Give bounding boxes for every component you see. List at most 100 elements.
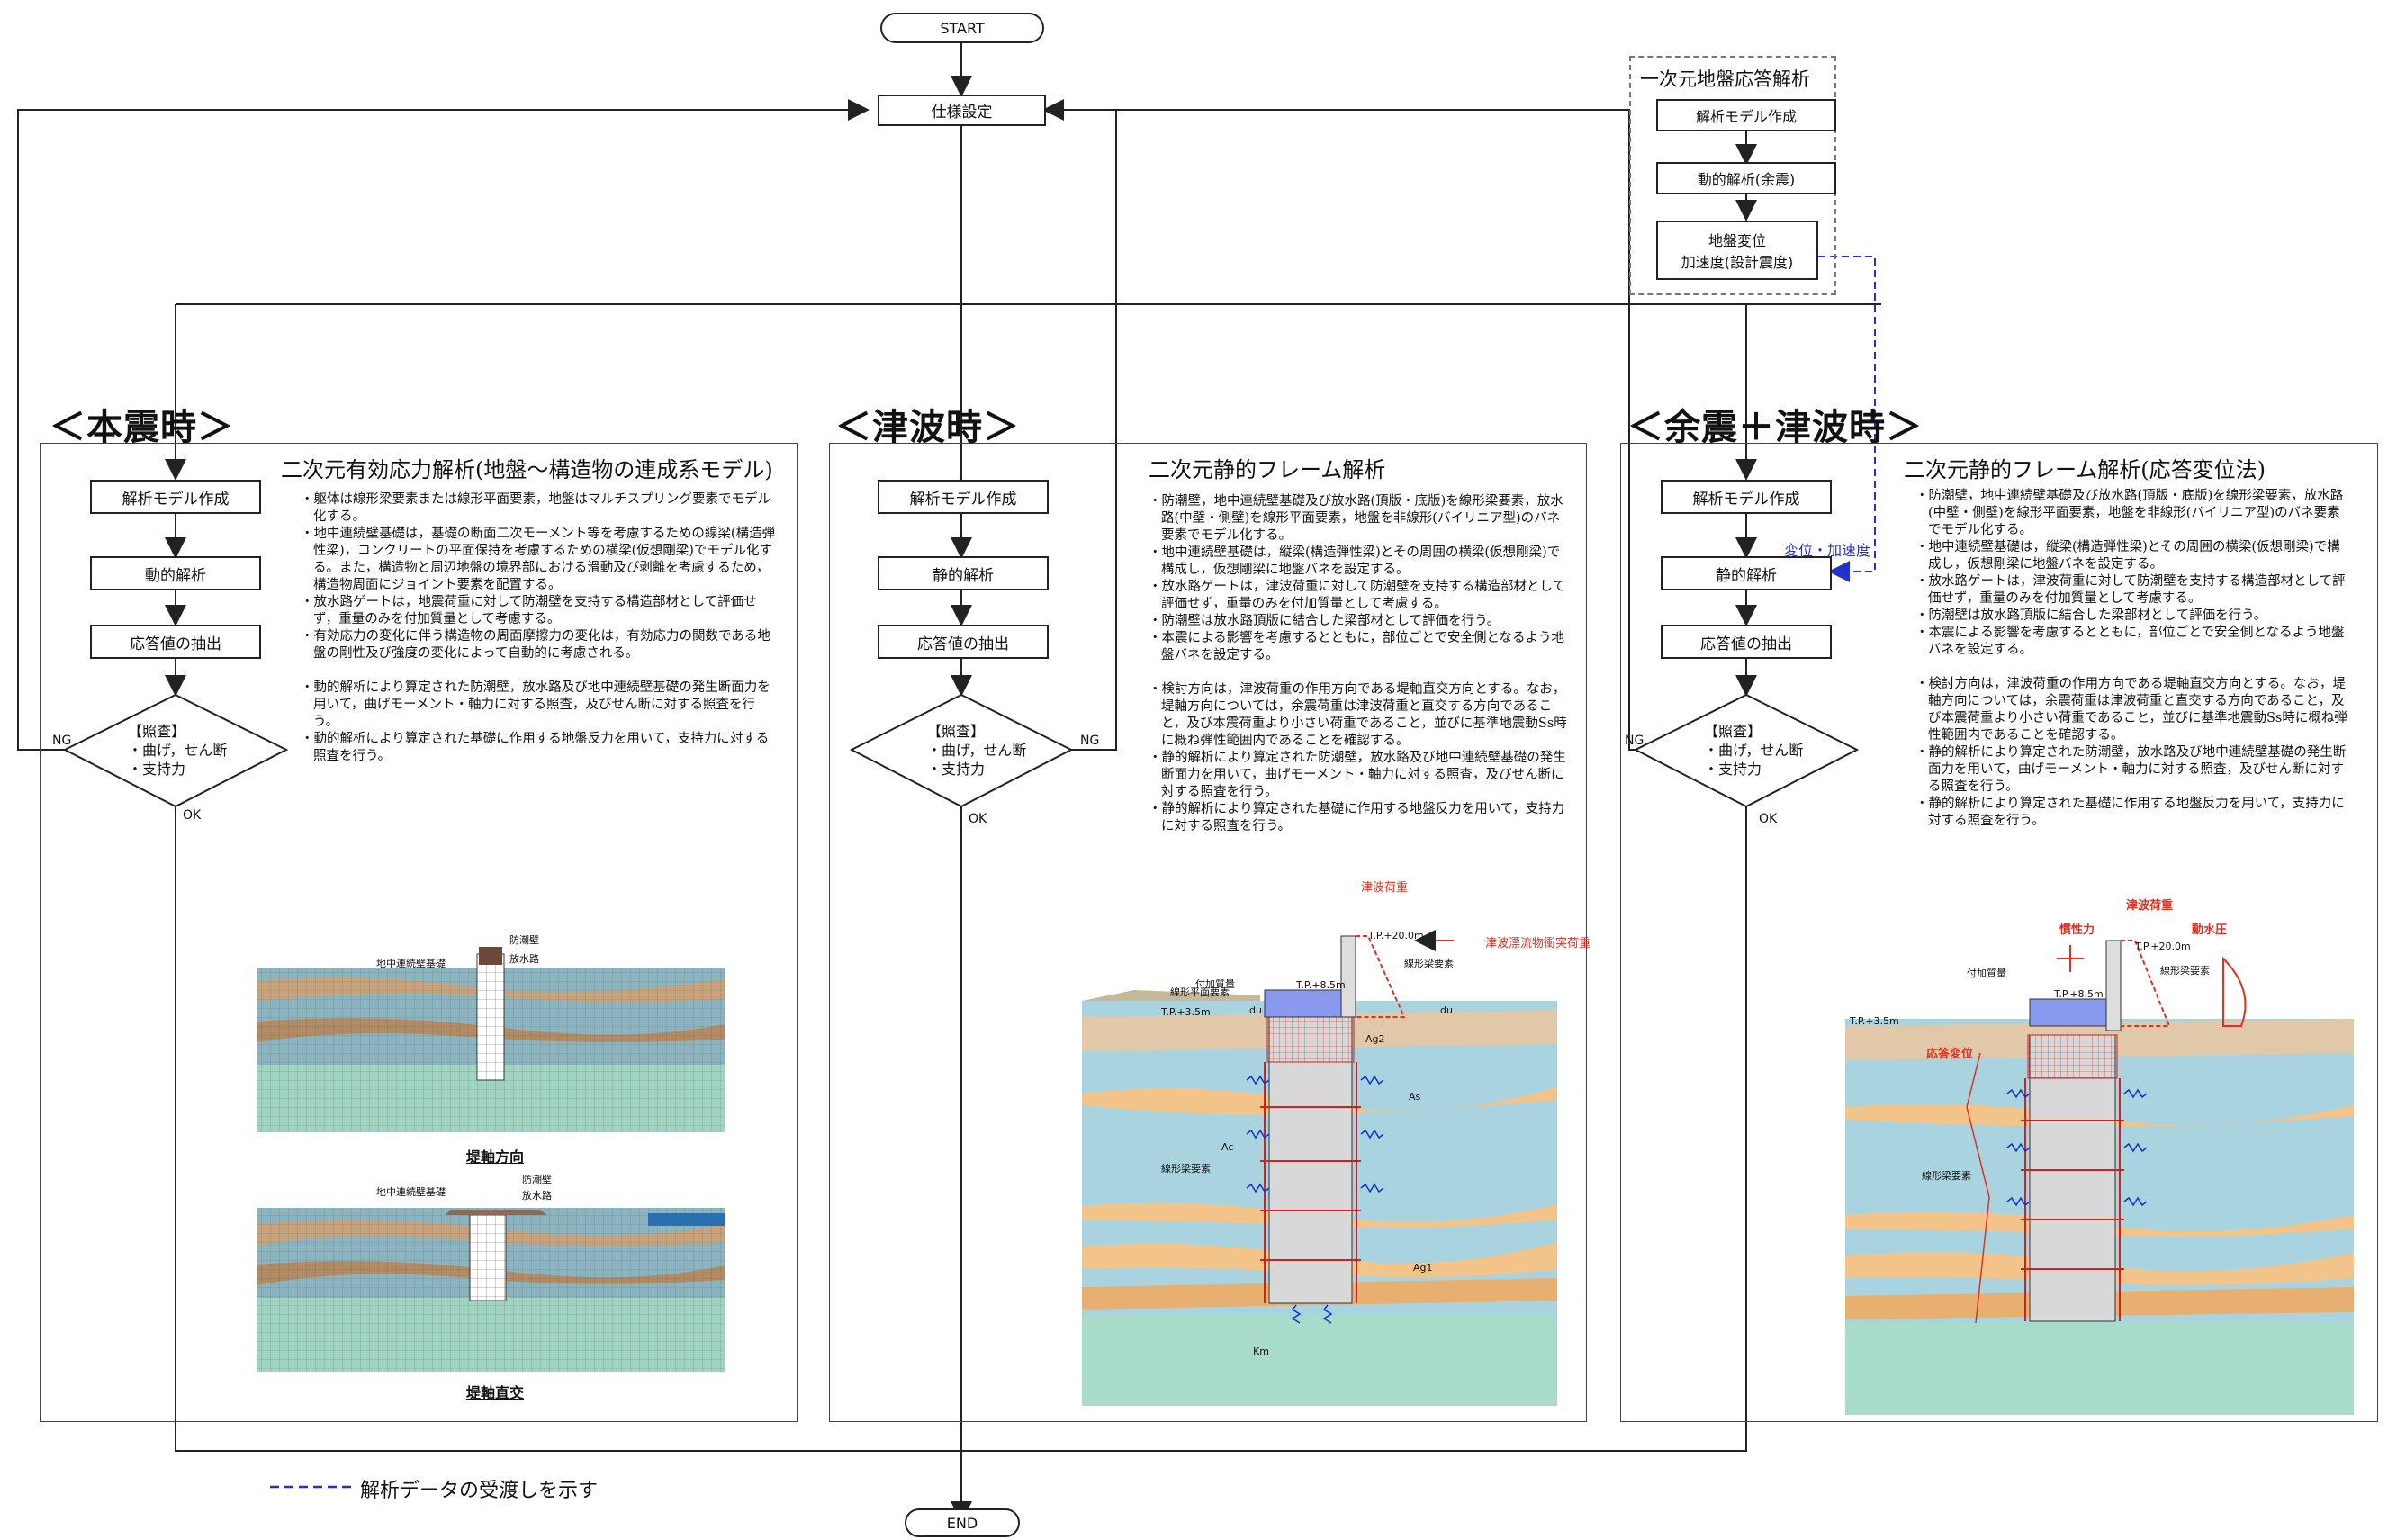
ok-label-tsunami: OK bbox=[969, 812, 987, 826]
linear-beam-label-2: 線形梁要素 bbox=[1161, 1163, 1211, 1175]
soil-ag1-label: Ag1 bbox=[1413, 1262, 1433, 1274]
section-title-tsunami: ＜津波時＞ bbox=[835, 407, 1020, 448]
after-linear-beam-label-2: 線形梁要素 bbox=[1922, 1170, 1971, 1182]
ground-response-title: 一次元地盤応答解析 bbox=[1640, 68, 1810, 90]
du-label: du bbox=[1249, 1004, 1262, 1016]
ok-label-aftershock: OK bbox=[1759, 812, 1778, 826]
check-text-main: 【照査】 ・曲げ，せん断 ・支持力 bbox=[128, 722, 227, 779]
after-tsunami-load-label: 津波荷重 bbox=[2126, 899, 2174, 913]
ng-label-aftershock: NG bbox=[1625, 734, 1645, 748]
fig-label-wall: 防潮壁 bbox=[509, 934, 539, 946]
gr-step-model: 解析モデル作成 bbox=[1656, 99, 1836, 131]
notes-main: ・躯体は線形梁要素または線形平面要素，地盤はマルチスプリング要素でモデル化する。… bbox=[301, 491, 778, 765]
notes-aftershock: ・防潮壁，地中連続壁基礎及び放水路(頂版・底版)を線形梁要素，放水路(中壁・側壁… bbox=[1915, 488, 2347, 830]
check-item2: ・支持力 bbox=[927, 761, 986, 778]
after-level-3: T.P.+3.5m bbox=[1850, 1015, 1899, 1027]
section-title-main: ＜本震時＞ bbox=[50, 407, 234, 448]
check-item1: ・曲げ，せん断 bbox=[927, 742, 1027, 759]
note-item: ・静的解析により算定された基礎に作用する地盤反力を用いて，支持力に対する照査を行… bbox=[1149, 802, 1565, 833]
main-step-dynamic: 動的解析 bbox=[90, 556, 261, 590]
panel-tsunami bbox=[829, 443, 1587, 1422]
note-item: ・有効応力の変化に伴う構造物の周面摩擦力の変化は，有効応力の関数である地盤の剛性… bbox=[301, 629, 770, 661]
fig-label-wall-2: 防潮壁 bbox=[522, 1174, 552, 1185]
panel-title-main: 二次元有効応力解析(地盤～構造物の連成系モデル) bbox=[281, 457, 773, 482]
soil-as-label: As bbox=[1409, 1091, 1421, 1103]
note-item: ・地中連続壁基礎は，縦梁(構造弾性梁)とその周囲の横梁(仮想剛梁)で構成し，仮想… bbox=[1915, 540, 2340, 572]
level-label-2: T.P.+8.5m bbox=[1296, 979, 1346, 991]
after-added-mass-label: 付加質量 bbox=[1967, 968, 2006, 979]
ok-label-main: OK bbox=[183, 808, 202, 823]
soil-ag2-label: Ag2 bbox=[1365, 1033, 1385, 1045]
ng-label-main: NG bbox=[52, 734, 72, 748]
caption-cross: 堤軸直交 bbox=[466, 1384, 525, 1401]
after-step-static: 静的解析 bbox=[1661, 556, 1832, 590]
panel-title-aftershock: 二次元静的フレーム解析(応答変位法) bbox=[1904, 457, 2266, 482]
main-step-model: 解析モデル作成 bbox=[90, 480, 261, 514]
tsunami-step-static: 静的解析 bbox=[878, 556, 1049, 590]
note-item: ・検討方向は，津波荷重の作用方向である堤軸直交方向とする。なお，堤軸方向について… bbox=[1149, 682, 1567, 748]
check-item2: ・支持力 bbox=[1704, 761, 1762, 778]
panel-title-tsunami: 二次元静的フレーム解析 bbox=[1149, 457, 1386, 482]
after-level-1: T.P.+20.0m bbox=[2135, 941, 2191, 952]
after-hydro-label: 動水圧 bbox=[2192, 923, 2228, 937]
linear-beam-label: 線形梁要素 bbox=[1404, 958, 1454, 969]
tsunami-load-label: 津波荷重 bbox=[1361, 881, 1409, 895]
level-label-3: T.P.+3.5m bbox=[1161, 1006, 1211, 1018]
soil-ac-label: Ac bbox=[1221, 1141, 1234, 1153]
soil-km-label: Km bbox=[1253, 1346, 1269, 1357]
note-item: ・躯体は線形梁要素または線形平面要素，地盤はマルチスプリング要素でモデル化する。 bbox=[301, 492, 770, 524]
note-item: ・動的解析により算定された防潮壁，放水路及び地中連続壁基礎の発生断面力を用いて，… bbox=[301, 680, 770, 729]
panel-main bbox=[40, 443, 798, 1422]
after-step-extract: 応答値の抽出 bbox=[1661, 625, 1832, 659]
legend-text: 解析データの受渡しを示す bbox=[360, 1480, 599, 1502]
spec-setting-box: 仕様設定 bbox=[878, 95, 1046, 126]
gr-output-box: 地盤変位 加速度(設計震度) bbox=[1656, 221, 1818, 280]
check-title: 【照査】 bbox=[927, 723, 986, 740]
after-step-model: 解析モデル作成 bbox=[1661, 480, 1832, 514]
tsunami-step-extract: 応答値の抽出 bbox=[878, 625, 1049, 659]
check-title: 【照査】 bbox=[128, 723, 186, 740]
gr-step-dynamic: 動的解析(余震) bbox=[1656, 162, 1836, 194]
note-item: ・本震による影響を考慮するとともに，部位ごとで安全側となるよう地盤バネを設定する… bbox=[1915, 626, 2345, 657]
gr-output-line2: 加速度(設計震度) bbox=[1681, 254, 1794, 271]
ng-label-tsunami: NG bbox=[1080, 734, 1100, 748]
tsunami-step-model: 解析モデル作成 bbox=[878, 480, 1049, 514]
after-linear-beam-label: 線形梁要素 bbox=[2160, 965, 2210, 977]
added-mass-label: 付加質量 bbox=[1195, 978, 1235, 990]
level-label-1: T.P.+20.0m bbox=[1368, 930, 1424, 941]
gr-output-line1: 地盤変位 bbox=[1708, 232, 1766, 249]
note-item: ・本震による影響を考慮するとともに，部位ごとで安全側となるよう地盤バネを設定する… bbox=[1149, 631, 1564, 662]
after-response-disp-label: 応答変位 bbox=[1926, 1048, 1974, 1061]
note-item: ・放水路ゲートは，津波荷重に対して防潮壁を支持する構造部材として評価せず，重量の… bbox=[1149, 580, 1566, 611]
fig-label-foundation-2: 地中連続壁基礎 bbox=[376, 1186, 446, 1198]
check-text-tsunami: 【照査】 ・曲げ，せん断 ・支持力 bbox=[927, 722, 1026, 779]
du-label-right: du bbox=[1440, 1004, 1453, 1016]
section-title-aftershock: ＜余震＋津波時＞ bbox=[1627, 407, 1923, 448]
check-title: 【照査】 bbox=[1704, 723, 1762, 740]
main-step-extract: 応答値の抽出 bbox=[90, 625, 261, 659]
end-terminal: END bbox=[905, 1508, 1020, 1537]
after-level-2: T.P.+8.5m bbox=[2054, 988, 2104, 1000]
check-text-aftershock: 【照査】 ・曲げ，せん断 ・支持力 bbox=[1704, 722, 1803, 779]
start-terminal: START bbox=[880, 13, 1044, 43]
note-item: ・防潮壁，地中連続壁基礎及び放水路(頂版・底版)を線形梁要素，放水路(中壁・側壁… bbox=[1149, 494, 1563, 543]
check-item1: ・曲げ，せん断 bbox=[1704, 742, 1804, 759]
check-item2: ・支持力 bbox=[128, 761, 186, 778]
note-item: ・地中連続壁基礎は，縦梁(構造弾性梁)とその周囲の横梁(仮想剛梁)で構成し，仮想… bbox=[1149, 545, 1561, 577]
note-item: ・放水路ゲートは，津波荷重に対して防潮壁を支持する構造部材として評価せず，重量の… bbox=[1915, 574, 2346, 606]
note-item: ・静的解析により算定された防潮壁，放水路及び地中連続壁基礎の発生断面力を用いて，… bbox=[1149, 751, 1566, 799]
after-inertia-label: 慣性力 bbox=[2059, 923, 2095, 937]
note-item: ・防潮壁，地中連続壁基礎及び放水路(頂版・底版)を線形梁要素，放水路(中壁・側壁… bbox=[1915, 489, 2344, 537]
note-item: ・検討方向は，津波荷重の作用方向である堤軸直交方向とする。なお，堤軸方向について… bbox=[1915, 677, 2347, 743]
note-item: ・放水路ゲートは，地震荷重に対して防潮壁を支持する構造部材として評価せず，重量の… bbox=[301, 595, 757, 626]
debris-load-label: 津波漂流物衝突荷重 bbox=[1485, 937, 1591, 950]
note-item: ・地中連続壁基礎は，基礎の断面二次モーメント等を考慮するための線梁(構造弾性梁)… bbox=[301, 527, 776, 592]
note-item: ・防潮壁は放水路頂版に結合した梁部材として評価を行う。 bbox=[1149, 614, 1500, 628]
fig-label-foundation: 地中連続壁基礎 bbox=[376, 958, 446, 969]
notes-tsunami: ・防潮壁，地中連続壁基礎及び放水路(頂版・底版)を線形梁要素，放水路(中壁・側壁… bbox=[1149, 493, 1572, 835]
panel-aftershock bbox=[1620, 443, 2378, 1422]
linear-plane-label: 線形平面要素 bbox=[1170, 986, 1230, 998]
fig-label-channel-2: 放水路 bbox=[522, 1190, 552, 1202]
input-label-disp-acc: 変位・加速度 bbox=[1784, 542, 1871, 559]
